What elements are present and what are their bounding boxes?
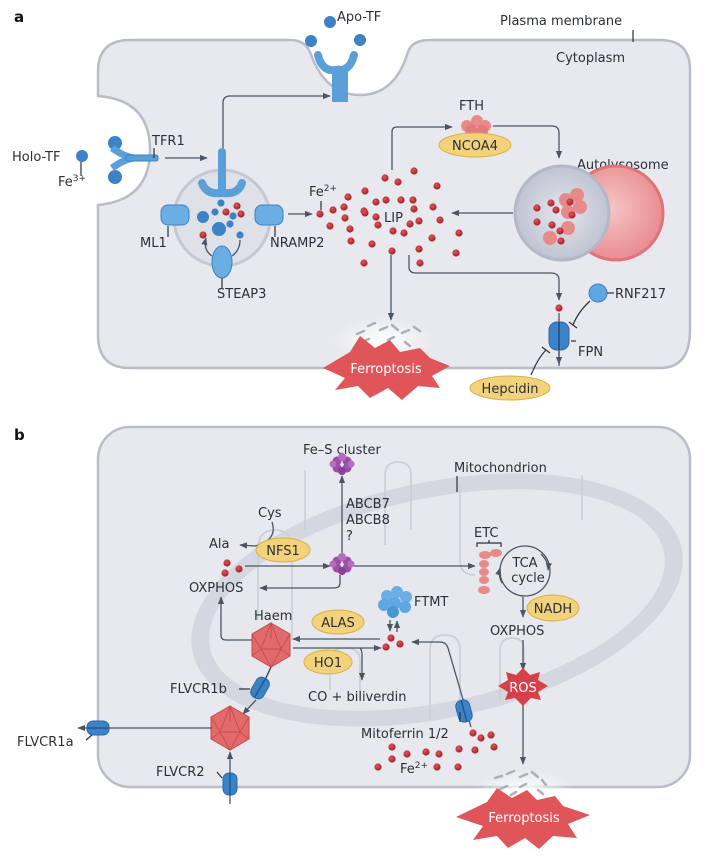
fpn-channel-icon: [548, 321, 570, 351]
flvcr1a-label: FLVCR1a: [17, 735, 74, 750]
nadh-pill: [526, 594, 580, 622]
holo-tf-icon: [76, 150, 88, 162]
arrow-haem-to-oxphos: [217, 596, 252, 641]
ml1-channel-icon: [160, 204, 190, 226]
apo-tf-group: Apo-TF: [305, 10, 381, 102]
arrow-recycle-to-membrane: [222, 92, 331, 148]
flvcr1a-channel-icon: [86, 720, 110, 736]
apo-tf-label: Apo-TF: [337, 10, 381, 25]
plasma-membrane-label: Plasma membrane: [500, 14, 622, 29]
nramp2-label: NRAMP2: [270, 236, 324, 251]
nfs1-pill: [255, 537, 311, 563]
flvcr2-label: FLVCR2: [156, 765, 205, 780]
arrow-fes-to-oxphos: [259, 575, 341, 592]
fe2-b-label: Fe2+: [400, 761, 428, 777]
oxphos-left-label: OXPHOS: [189, 581, 243, 596]
cytoplasm-label: Cytoplasm: [556, 51, 625, 66]
hepcidin-inhibition: [530, 349, 547, 376]
fe3-label: Fe3+: [58, 174, 86, 190]
mitoferrin-label: Mitoferrin 1/2: [361, 727, 449, 742]
nfs1-label: NFS1: [266, 544, 300, 559]
flvcr1b-label: FLVCR1b: [170, 682, 227, 697]
ros-label: ROS: [509, 681, 537, 696]
unknown-transporter-label: ?: [346, 529, 353, 544]
tca-label-2: cycle: [511, 571, 545, 586]
lip-label: LIP: [384, 211, 403, 226]
flvcr2-channel-icon: [222, 772, 238, 796]
etc-bracket: [476, 540, 502, 547]
rnf217-label: RNF217: [615, 287, 666, 302]
ferroptosis-b-label: Ferroptosis: [488, 811, 560, 826]
oxphos-right-label: OXPHOS: [490, 624, 544, 639]
tfr1-receptor-top-icon: [314, 51, 358, 102]
mitochondrion-label: Mitochondrion: [454, 461, 547, 476]
abcb8-label: ABCB8: [346, 513, 390, 528]
co-biliverdin-label: CO + biliverdin: [308, 690, 406, 705]
fe-s-cluster-label: Fe–S cluster: [303, 443, 382, 458]
exported-iron: [555, 304, 563, 312]
ferroptosis-a-burst: [323, 336, 450, 400]
arrow-lip-to-fth: [391, 123, 453, 170]
etc-complex-icon: [478, 549, 502, 594]
arrow-mitoferrin-import: [411, 638, 472, 728]
cys-label: Cys: [258, 506, 282, 521]
arrow-fth-to-autolysosome: [493, 125, 563, 159]
arrow-flvcr1b-to-haem: [242, 699, 257, 715]
ros-burst: [498, 668, 548, 706]
nramp2-channel-icon: [254, 204, 284, 226]
ho1-pill: [303, 649, 353, 675]
tfr1-label: TFR1: [151, 134, 185, 149]
ho1-label: HO1: [314, 656, 342, 671]
endosome: [160, 148, 284, 279]
panel-b-label: b: [14, 426, 25, 444]
rnf217-inhibition: [572, 300, 591, 326]
ala-label: Ala: [209, 537, 229, 552]
alas-label: ALAS: [321, 616, 355, 631]
alas-pill: [311, 609, 365, 635]
fth-label: FTH: [459, 99, 484, 114]
etc-label: ETC: [474, 526, 498, 541]
hepcidin-pill: [469, 375, 551, 401]
haem-label: Haem: [254, 609, 292, 624]
apo-tf-protein-icon: [324, 16, 336, 28]
tfr1-receptor-surface-icon: [108, 136, 159, 184]
arrow-cys-to-ala: [239, 521, 274, 549]
holo-tf-label: Holo-TF: [12, 150, 60, 165]
rnf217-icon: [588, 283, 608, 303]
ml1-label: ML1: [140, 236, 167, 251]
fpn-label: FPN: [578, 345, 603, 360]
fe2-label: Fe2+: [309, 184, 337, 200]
abcb7-label: ABCB7: [346, 497, 390, 512]
steap3-label: STEAP3: [217, 287, 266, 302]
endosome-iron: [197, 199, 245, 239]
hepcidin-label: Hepcidin: [482, 382, 539, 397]
ncoa4-label: NCOA4: [452, 139, 498, 154]
ferroptosis-a-label: Ferroptosis: [350, 362, 422, 377]
steap3-icon: [211, 245, 233, 279]
ftmt-icon: [378, 586, 412, 618]
arrow-lip-to-fpn: [408, 255, 563, 301]
panel-a-label: a: [14, 8, 24, 26]
ftmt-label: FTMT: [414, 595, 448, 610]
ferroptosis-b-burst: [456, 788, 590, 849]
arrow-haem-degradation: [358, 647, 366, 681]
ncoa4-pill: [438, 132, 512, 158]
tca-label-1: TCA: [511, 556, 537, 571]
autolysosome-icon: [513, 164, 665, 262]
nadh-label: NADH: [534, 602, 572, 617]
